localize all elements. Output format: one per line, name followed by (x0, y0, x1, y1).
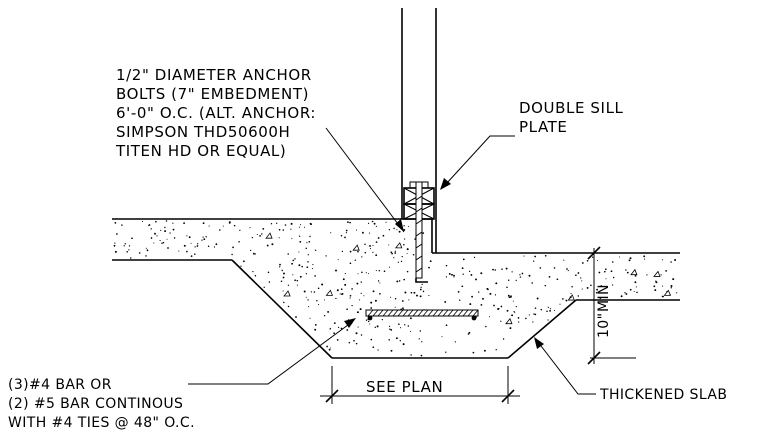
anchor-bolt-line-3: 6'-0" O.C. (ALT. ANCHOR: (116, 104, 316, 122)
see-plan-label: SEE PLAN (366, 378, 443, 396)
rebar (365, 309, 479, 321)
see-plan-dimension (320, 366, 520, 404)
anchor-bolt (409, 181, 429, 283)
anchor-bolt-line-1: 1/2" DIAMETER ANCHOR (116, 66, 312, 84)
rebar-line-2: (2) #5 BAR CONTINOUS (8, 396, 183, 412)
wall-stud (401, 8, 437, 253)
concrete-stipple (113, 220, 678, 357)
rebar-line-1: (3)#4 BAR OR (8, 377, 112, 393)
anchor-bolt-line-5: TITEN HD OR EQUAL) (115, 142, 286, 160)
anchor-bolt-line-2: BOLTS (7" EMBEDMENT) (116, 85, 309, 103)
min-depth-value: 10" (596, 313, 612, 338)
slab-outline (112, 218, 680, 359)
anchor-bolt-callout: 1/2" DIAMETER ANCHOR BOLTS (7" EMBEDMENT… (115, 66, 321, 160)
leader-lines (188, 127, 596, 395)
rebar-line-3: WITH #4 TIES @ 48" O.C. (8, 415, 195, 431)
double-sill-callout: DOUBLE SILL PLATE (519, 99, 629, 136)
min-depth-dimension (586, 246, 636, 365)
thickened-slab-label: THICKENED SLAB (599, 387, 727, 403)
min-depth-label: MIN (596, 284, 612, 312)
double-sill-line-1: DOUBLE SILL (519, 99, 624, 117)
rebar-callout: (3)#4 BAR OR (2) #5 BAR CONTINOUS WITH #… (8, 377, 195, 431)
anchor-bolt-line-4: SIMPSON THD50600H (116, 123, 290, 141)
double-sill-line-2: PLATE (519, 118, 567, 136)
